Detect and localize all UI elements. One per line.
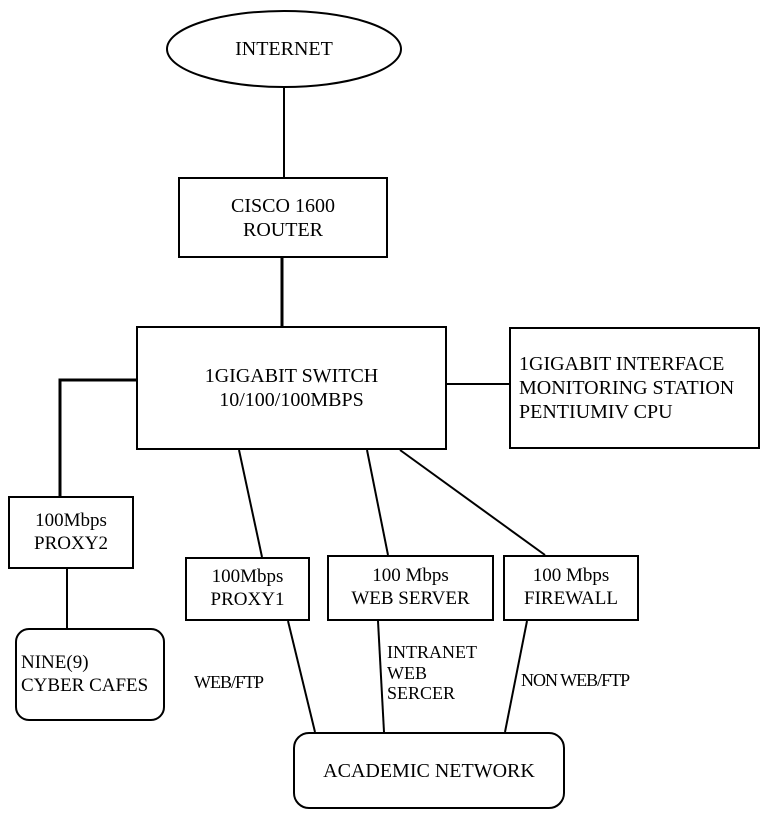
edge-label-non-webftp: NON WEB/FTP [521, 670, 630, 691]
edge-switch-firewall [399, 449, 546, 556]
switch-node-line-1: 1GIGABIT SWITCH [204, 365, 379, 387]
router-node-line-2: ROUTER [243, 218, 323, 241]
academic-network-node-line-1: ACADEMIC NETWORK [323, 759, 535, 782]
web-server-node-line-2: WEB SERVER [351, 588, 470, 609]
internet-node-line-1: INTERNET [235, 38, 333, 60]
academic-network-node: ACADEMIC NETWORK [293, 732, 565, 809]
web-server-node-line-1: 100 Mbps [372, 565, 449, 587]
proxy2-node-line-2: PROXY2 [34, 532, 108, 554]
edge-webserver-academic [377, 620, 385, 733]
internet-node: INTERNET [167, 11, 401, 87]
edge-switch-proxy2 [58, 378, 136, 496]
proxy1-node-line-2: PROXY1 [210, 589, 285, 610]
edge-firewall-academic [504, 620, 528, 733]
edge-label-intranet-web-sercer-line-3: SERCER [387, 683, 456, 704]
cyber-cafes-node-line-1: NINE(9) [21, 651, 89, 673]
proxy2-node-line-1: 100Mbps [35, 509, 107, 531]
monitoring-station-node-line-1: 1GIGABIT INTERFACE [519, 353, 725, 375]
edge-label-webftp-line-1: WEB/FTP [194, 672, 264, 692]
monitoring-station-node-line-3: PENTIUMIV CPU [519, 401, 673, 423]
edge-label-intranet-web-sercer-line-1: INTRANET [387, 642, 477, 662]
router-node-line-1: CISCO 1600 [231, 194, 335, 217]
edge-switch-webserver [366, 449, 389, 556]
edge-label-webftp: WEB/FTP [194, 672, 264, 693]
cyber-cafes-node: NINE(9)CYBER CAFES [15, 628, 165, 721]
edge-label-non-webftp-line-1: NON WEB/FTP [521, 670, 630, 690]
firewall-node-line-2: FIREWALL [524, 588, 618, 609]
proxy1-node-line-1: 100Mbps [211, 566, 284, 588]
switch-node-line-2: 10/100/100MBPS [219, 389, 364, 411]
monitoring-station-node-line-2: MONITORING STATION [519, 377, 735, 399]
edge-proxy1-academic [287, 620, 316, 733]
edge-label-intranet-web-sercer-line-2: WEB [387, 662, 427, 683]
edge-switch-proxy1 [238, 449, 263, 558]
cyber-cafes-node-line-2: CYBER CAFES [21, 674, 149, 696]
firewall-node-line-1: 100 Mbps [532, 565, 610, 587]
